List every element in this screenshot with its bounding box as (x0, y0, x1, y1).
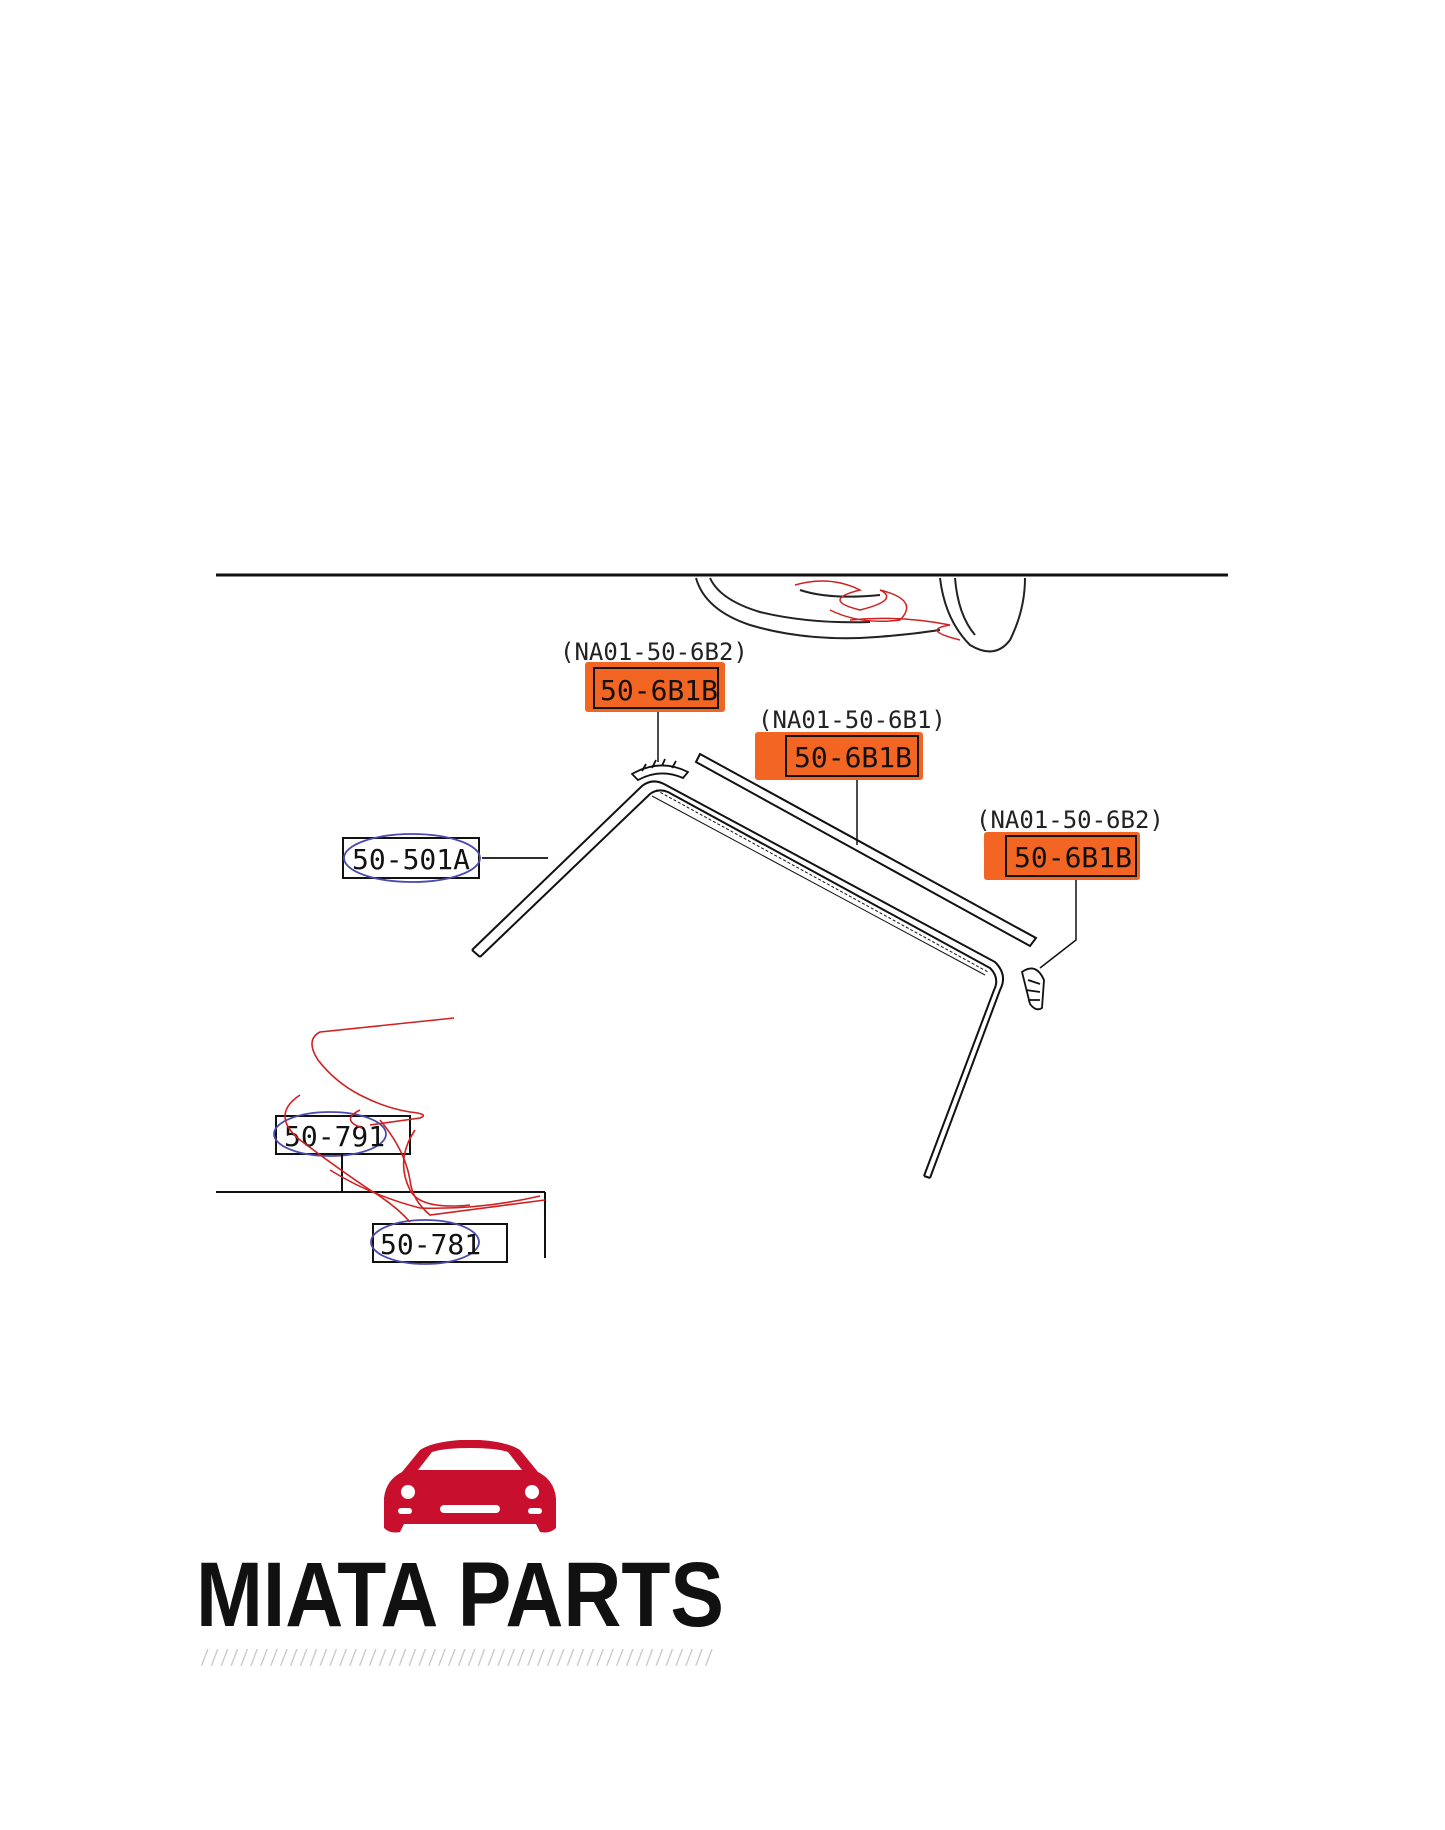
header-molding (694, 752, 1038, 948)
callout-1-highlight (585, 662, 725, 712)
callout-3[interactable]: (NA01-50-6B2) 50-6B1B (976, 806, 1164, 880)
logo-stripes: ////////////////////////////////////////… (200, 1645, 714, 1669)
part-label-1[interactable]: 50-501A (342, 833, 481, 883)
callout-1-ref: (NA01-50-6B2) (560, 638, 748, 666)
callout-1[interactable]: (NA01-50-6B2) 50-6B1B (560, 638, 748, 712)
callout-3-part: 50-6B1B (1014, 841, 1132, 874)
callout-1-part: 50-6B1B (600, 674, 718, 707)
windshield-frame (471, 780, 1005, 1179)
part-label-2-circle (273, 1111, 387, 1157)
callout-3-box (1005, 835, 1137, 877)
part-label-3[interactable]: 50-781 (370, 1219, 508, 1265)
callout-2-highlight (755, 732, 923, 780)
part-label-1-box (342, 837, 480, 879)
callout-2[interactable]: (NA01-50-6B1) 50-6B1B (755, 706, 946, 780)
car-body-outline (695, 577, 1026, 653)
part-label-1-circle (343, 833, 481, 883)
car-body-scribble (794, 580, 961, 641)
callout-2-ref: (NA01-50-6B1) (758, 706, 946, 734)
part-label-2-text: 50-791 (284, 1120, 385, 1153)
car-front-icon (384, 1440, 556, 1533)
callout-2-box (785, 735, 919, 777)
callout-1-box (593, 667, 719, 709)
end-cap-top (630, 758, 690, 782)
callout-3-highlight (984, 832, 1140, 880)
part-label-3-circle (370, 1219, 480, 1265)
callout-2-part: 50-6B1B (794, 741, 912, 774)
part-label-1-text: 50-501A (352, 843, 470, 876)
part-label-2[interactable]: 50-791 (273, 1111, 411, 1157)
callout-3-ref: (NA01-50-6B2) (976, 806, 1164, 834)
red-scribble (284, 1017, 546, 1223)
leader-lines (657, 710, 1077, 969)
tree-lines (216, 1154, 546, 1258)
miata-parts-logo: MIATA PARTS ////////////////////////////… (196, 1440, 724, 1669)
part-label-3-text: 50-781 (380, 1228, 481, 1261)
logo-text: MIATA PARTS (196, 1544, 724, 1646)
end-cap-right (1020, 967, 1045, 1011)
part-label-3-box (372, 1223, 508, 1263)
